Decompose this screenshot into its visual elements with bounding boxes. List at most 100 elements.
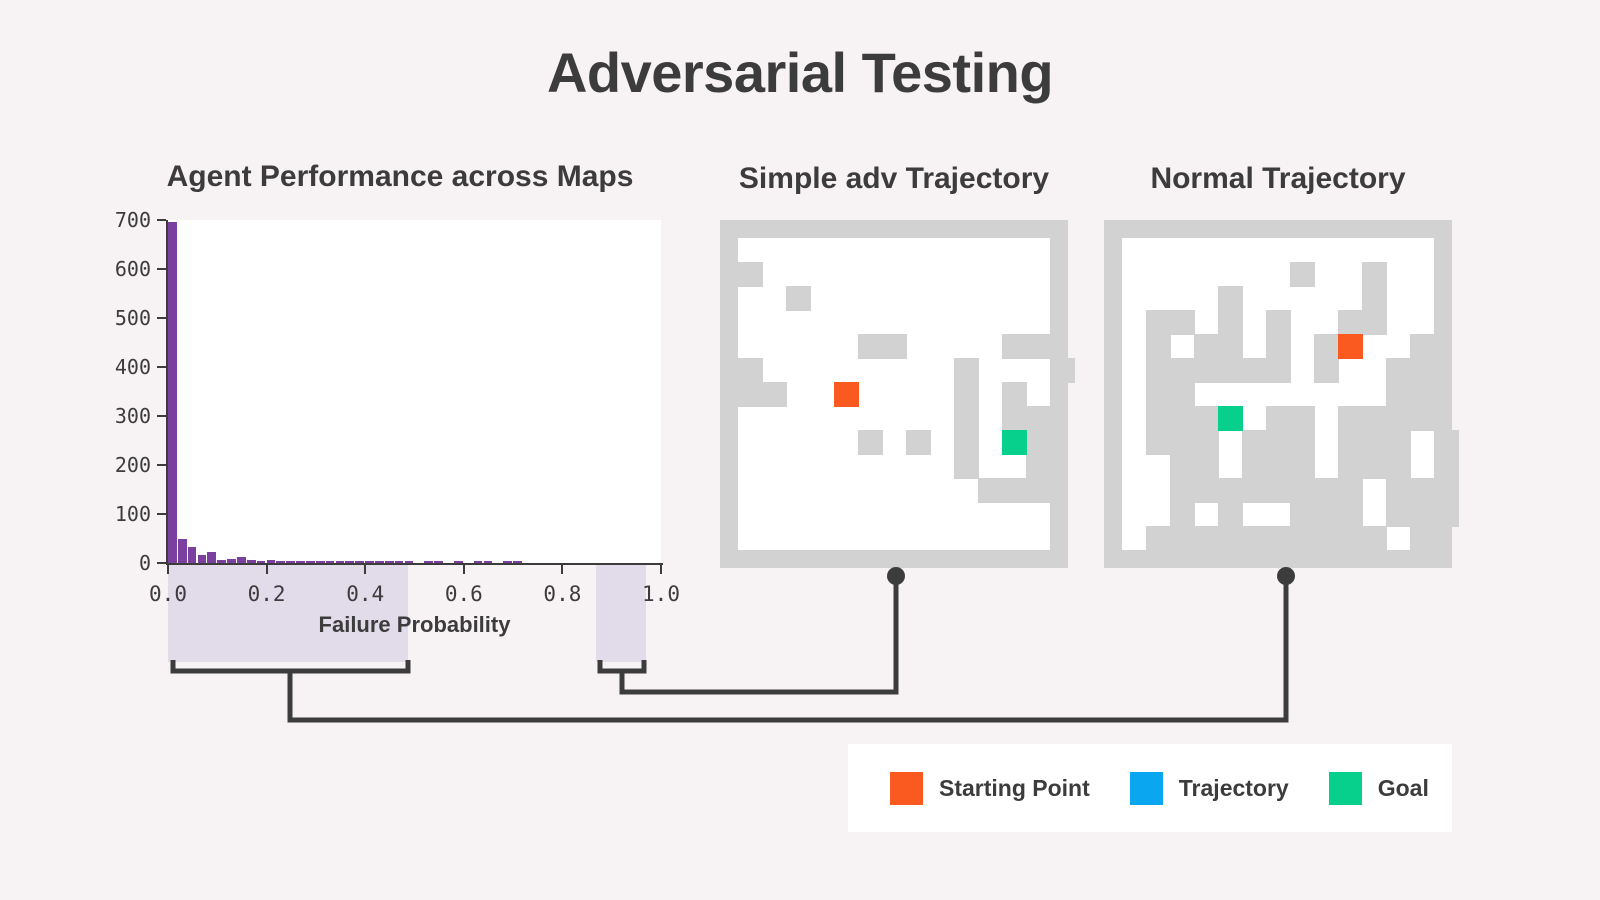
histogram-bar — [394, 561, 404, 563]
histogram-bar — [315, 561, 325, 563]
square-swatch-orange-icon — [890, 771, 923, 805]
y-axis-tick-label: 600 — [114, 257, 151, 281]
histogram-bar — [306, 561, 315, 563]
map2-wall-cell — [1170, 406, 1195, 431]
map2-wall-cell — [1410, 406, 1435, 431]
map2-wall-cell — [1362, 526, 1387, 551]
histogram-bar — [276, 560, 286, 563]
map1-wall-cell — [1026, 478, 1051, 503]
map1-simple-adv-trajectory — [720, 220, 1075, 568]
histogram-bar — [434, 561, 443, 563]
map1-wall-cell — [762, 382, 787, 407]
y-axis-tick — [157, 317, 166, 319]
x-axis-tick — [660, 565, 662, 574]
y-axis-tick-label: 500 — [114, 306, 151, 330]
y-axis-tick-label: 100 — [114, 502, 151, 526]
map1-wall-cell — [738, 358, 763, 383]
x-axis-tick — [265, 565, 268, 574]
map1-wall-cell — [1026, 334, 1051, 359]
map2-wall-cell — [1242, 454, 1267, 479]
map1-wall-cell — [1002, 406, 1027, 431]
map2-wall-cell — [1194, 358, 1219, 383]
map2-wall-cell — [1434, 454, 1459, 479]
histogram-bar — [453, 561, 463, 563]
map1-wall-cell — [1026, 430, 1051, 455]
map2-wall-cell — [1386, 406, 1411, 431]
x-axis-tick-label: 1.0 — [642, 582, 680, 606]
map2-wall-cell — [1410, 334, 1435, 359]
map2-wall-cell — [1242, 478, 1267, 503]
map1-wall-cell — [882, 334, 907, 359]
map2-wall-cell — [1218, 334, 1243, 359]
map2-wall-cell — [1290, 526, 1315, 551]
map2-grid — [1122, 238, 1459, 551]
map2-wall-cell — [1218, 478, 1243, 503]
map1-wall-cell — [738, 382, 763, 407]
x-axis-title: Failure Probability — [318, 612, 511, 637]
map2-wall-cell — [1338, 406, 1363, 431]
histogram-bar — [207, 552, 217, 563]
histogram-bar — [246, 560, 256, 563]
map2-wall-cell — [1386, 430, 1411, 455]
map2-wall-cell — [1290, 478, 1315, 503]
map2-wall-cell — [1170, 454, 1195, 479]
map2-wall-cell — [1362, 286, 1387, 311]
map2-wall-cell — [1338, 502, 1363, 527]
map1-wall-cell — [738, 262, 763, 287]
y-axis-tick — [157, 464, 166, 466]
map1-wall-cell — [1026, 406, 1051, 431]
map1-wall-cell — [954, 382, 979, 407]
map2-normal-trajectory — [1104, 220, 1459, 568]
map2-wall-cell — [1146, 382, 1171, 407]
map2-wall-cell — [1434, 430, 1459, 455]
x-axis-tick — [561, 565, 564, 574]
map2-wall-cell — [1410, 358, 1435, 383]
histogram-bar — [217, 559, 226, 563]
map2-wall-cell — [1266, 358, 1291, 383]
map2-wall-cell — [1314, 478, 1339, 503]
map2-panel-title: Normal Trajectory — [1150, 162, 1406, 195]
map2-wall-cell — [1170, 502, 1195, 527]
map2-wall-cell — [1146, 310, 1171, 335]
plot-area — [168, 220, 661, 563]
x-axis-tick — [364, 565, 367, 574]
map2-wall-cell — [1290, 262, 1315, 287]
map2-wall-cell — [1386, 454, 1411, 479]
map2-wall-cell — [1314, 526, 1339, 551]
histogram-bar — [286, 561, 295, 563]
map2-wall-cell — [1362, 454, 1387, 479]
map2-wall-cell — [1410, 526, 1435, 551]
histogram-bar — [473, 561, 483, 563]
map2-wall-cell — [1218, 286, 1243, 311]
map1-wall-cell — [1002, 334, 1027, 359]
x-axis-tick-label: 0.2 — [247, 582, 286, 606]
map2-wall-cell — [1290, 502, 1315, 527]
map1-panel-title: Simple adv Trajectory — [738, 162, 1050, 195]
legend-item-label: Goal — [1377, 774, 1429, 801]
map2-wall-cell — [1266, 454, 1291, 479]
map2-wall-cell — [1218, 502, 1243, 527]
histogram-bar — [513, 561, 522, 563]
histogram-bar — [365, 561, 374, 563]
map2-wall-cell — [1170, 430, 1195, 455]
x-axis-tick-label: 0.8 — [543, 582, 582, 606]
histogram-bar — [503, 561, 512, 563]
legend-item-label: Trajectory — [1178, 774, 1289, 801]
map2-wall-cell — [1170, 478, 1195, 503]
x-axis-tick-label: 0.4 — [346, 582, 385, 606]
map2-wall-cell — [1314, 334, 1339, 359]
histogram-bar — [237, 557, 246, 563]
histogram-bar — [345, 561, 355, 563]
map1-wall-cell — [954, 430, 979, 455]
y-axis-tick-label: 300 — [114, 404, 151, 428]
map1-wall-cell — [954, 358, 979, 383]
map1-wall-cell — [1050, 358, 1075, 383]
map2-wall-cell — [1362, 310, 1387, 335]
histogram-bar — [168, 222, 177, 563]
histogram-bar — [335, 561, 345, 563]
y-axis-tick — [157, 366, 166, 368]
map2-wall-cell — [1146, 334, 1171, 359]
map1-wall-cell — [954, 406, 979, 431]
histogram-bar — [256, 560, 266, 563]
